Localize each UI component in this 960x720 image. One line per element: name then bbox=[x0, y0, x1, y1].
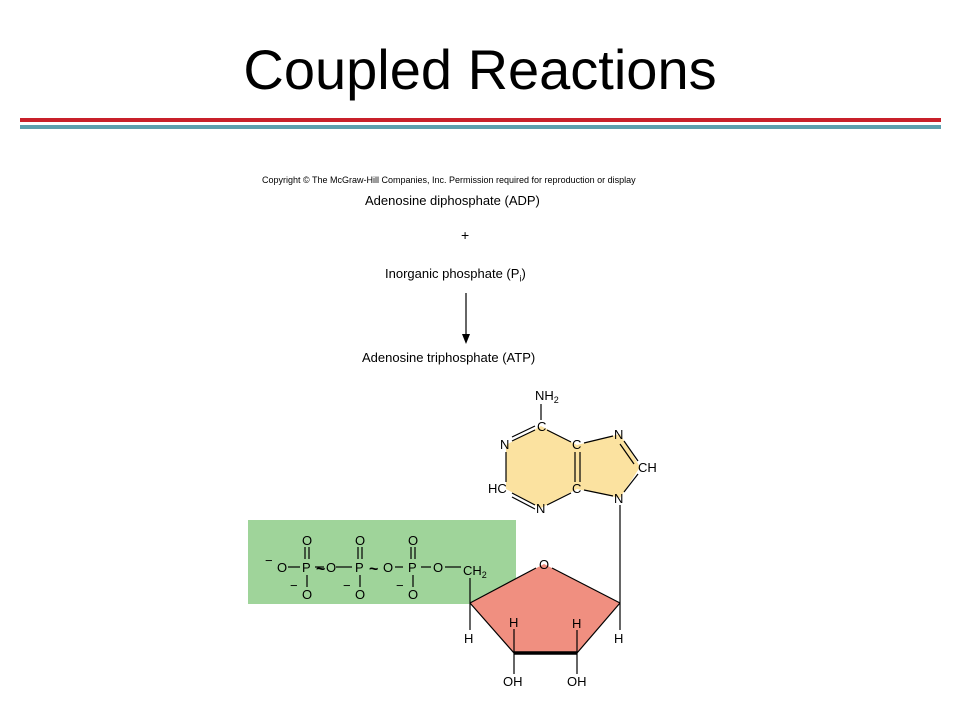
atom-n-glycosidic: N bbox=[614, 491, 623, 506]
phosphate-label-subscript: i bbox=[519, 273, 522, 284]
plus-sign: + bbox=[461, 227, 470, 243]
ribose-ring bbox=[470, 564, 620, 653]
atom-hc: HC bbox=[488, 481, 507, 496]
title-divider-teal bbox=[20, 125, 941, 129]
atom-p: P bbox=[408, 560, 417, 575]
atom-o: O bbox=[433, 560, 443, 575]
minus-sign: − bbox=[396, 578, 404, 593]
phosphate-label: Inorganic phosphate (Pi) bbox=[385, 266, 526, 284]
atom-oh-c2: OH bbox=[567, 674, 587, 689]
ribose-atoms: O H H H H OH OH bbox=[464, 557, 623, 689]
minus-sign: − bbox=[265, 553, 273, 568]
atom-ch2: CH2 bbox=[463, 563, 487, 580]
atom-o: O bbox=[355, 533, 365, 548]
atom-o: O bbox=[408, 587, 418, 602]
minus-sign: − bbox=[343, 578, 351, 593]
atom-c-upper-right: C bbox=[572, 437, 581, 452]
high-energy-bond: ~ bbox=[316, 561, 325, 578]
atom-p: P bbox=[355, 560, 364, 575]
atom-o: O bbox=[302, 587, 312, 602]
reaction-arrow bbox=[462, 293, 470, 344]
atom-nh2: NH2 bbox=[535, 388, 559, 405]
atp-label: Adenosine triphosphate (ATP) bbox=[362, 350, 536, 365]
atom-o: O bbox=[326, 560, 336, 575]
atom-c-top: C bbox=[537, 419, 546, 434]
phosphate-label-close: ) bbox=[521, 266, 526, 281]
bonds bbox=[288, 404, 639, 674]
atom-o: O bbox=[355, 587, 365, 602]
adp-label: Adenosine diphosphate (ADP) bbox=[365, 193, 540, 208]
title-divider-red bbox=[20, 118, 941, 122]
atom-h-c2: H bbox=[572, 616, 581, 631]
adenine-imidazole-ring bbox=[577, 434, 640, 498]
atom-h-c3: H bbox=[509, 615, 518, 630]
atom-h-c1: H bbox=[614, 631, 623, 646]
atom-o: O bbox=[302, 533, 312, 548]
adenine-pyrimidine-ring bbox=[506, 426, 577, 508]
atom-p: P bbox=[302, 560, 311, 575]
phosphate-atoms: − O O P ~ O − O O P ~ O − O O P O − O CH… bbox=[265, 533, 487, 602]
copyright-notice: Copyright © The McGraw-Hill Companies, I… bbox=[262, 175, 636, 185]
adenine-atoms: NH2 C N C HC C N N CH N bbox=[488, 388, 657, 516]
atom-o-ring: O bbox=[539, 557, 549, 572]
atom-n-bottom: N bbox=[536, 501, 545, 516]
high-energy-bond: ~ bbox=[369, 561, 378, 578]
atom-c-lower-right: C bbox=[572, 481, 581, 496]
slide-title: Coupled Reactions bbox=[243, 38, 717, 101]
atom-ch: CH bbox=[638, 460, 657, 475]
minus-sign: − bbox=[290, 578, 298, 593]
atom-n-imidazole-top: N bbox=[614, 427, 623, 442]
atom-oh-c3: OH bbox=[503, 674, 523, 689]
phosphate-label-text: Inorganic phosphate (P bbox=[385, 266, 520, 281]
atom-o: O bbox=[408, 533, 418, 548]
atom-o: O bbox=[383, 560, 393, 575]
atom-h-c4: H bbox=[464, 631, 473, 646]
atom-n-left: N bbox=[500, 437, 509, 452]
atom-o: O bbox=[277, 560, 287, 575]
phosphate-group-box bbox=[248, 520, 516, 604]
